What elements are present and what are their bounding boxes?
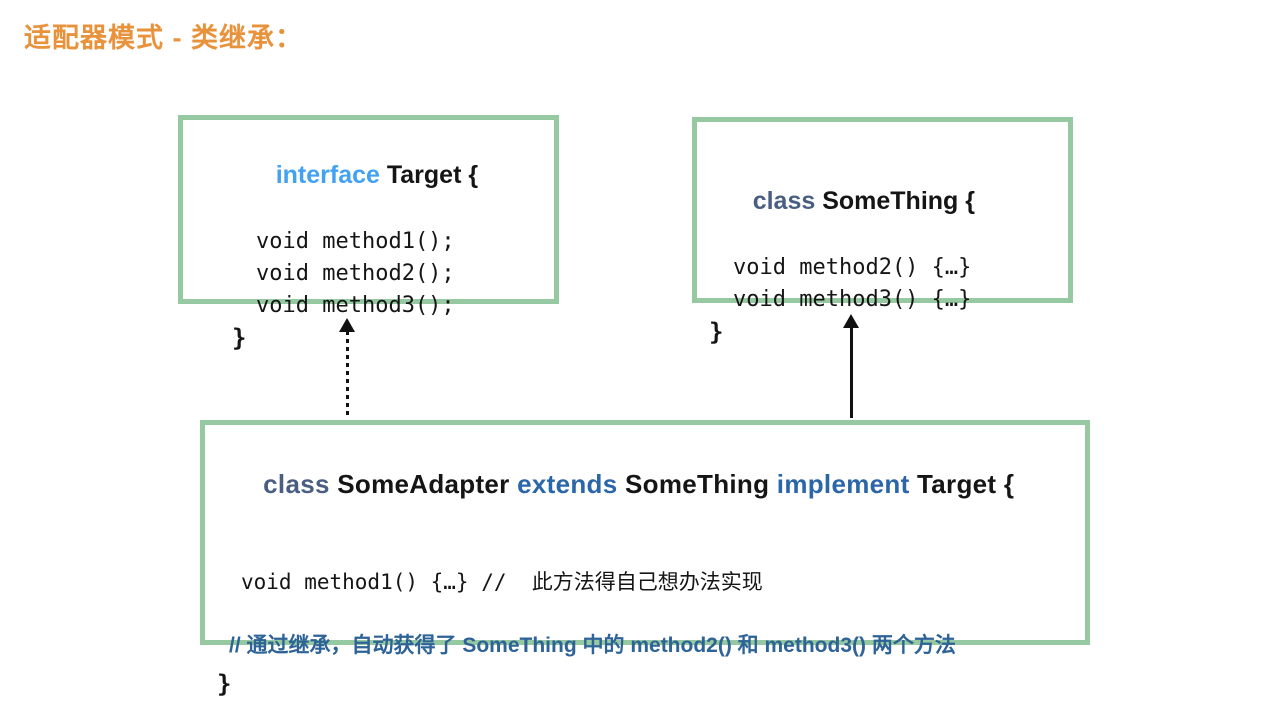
dotted-arrow-up-head-icon [339, 318, 355, 332]
something-box-header: class SomeThing { [711, 150, 1068, 252]
class-keyword: class [752, 187, 823, 215]
target-class-name: Target { [386, 161, 479, 189]
adapter-method1-line: void method1() {…} // 此方法得自己想办法实现 [241, 570, 763, 594]
something-class-box: class SomeThing { void method2() {…} voi… [692, 117, 1073, 346]
solid-arrow-up-line-icon [850, 327, 853, 418]
target-method2-line: void method2(); [256, 261, 455, 286]
interface-keyword: interface [275, 161, 387, 189]
target-method3-line: void method3(); [256, 293, 455, 318]
something-method2-line: void method2() {…} [733, 255, 972, 280]
target-box-header: interface Target { [234, 124, 554, 226]
target-interface-box: interface Target { void method1(); void … [178, 115, 559, 352]
parent-class-name: SomeThing [625, 469, 777, 499]
solid-arrow-up-head-icon [843, 314, 859, 328]
target-method1-line: void method1(); [256, 229, 455, 254]
something-class-name: SomeThing { [822, 187, 975, 215]
slide-title: 适配器模式 - 类继承： [24, 23, 303, 53]
implemented-interface-name: Target { [917, 469, 1015, 499]
something-close-brace: } [709, 318, 724, 346]
dotted-arrow-up-line-icon [346, 331, 349, 418]
extends-keyword: extends [517, 469, 626, 499]
some-adapter-class-box: class SomeAdapter extends SomeThing impl… [200, 420, 1090, 698]
adapter-box-header: class SomeAdapter extends SomeThing impl… [218, 433, 1085, 535]
implement-keyword: implement [776, 469, 918, 499]
something-method3-line: void method3() {…} [733, 287, 972, 312]
class-keyword: class [263, 469, 338, 499]
adapter-close-brace: } [217, 670, 232, 698]
adapter-inheritance-comment: // 通过继承，自动获得了 SomeThing 中的 method2() 和 m… [229, 634, 956, 657]
adapter-class-name: SomeAdapter [337, 469, 518, 499]
target-close-brace: } [232, 324, 247, 352]
